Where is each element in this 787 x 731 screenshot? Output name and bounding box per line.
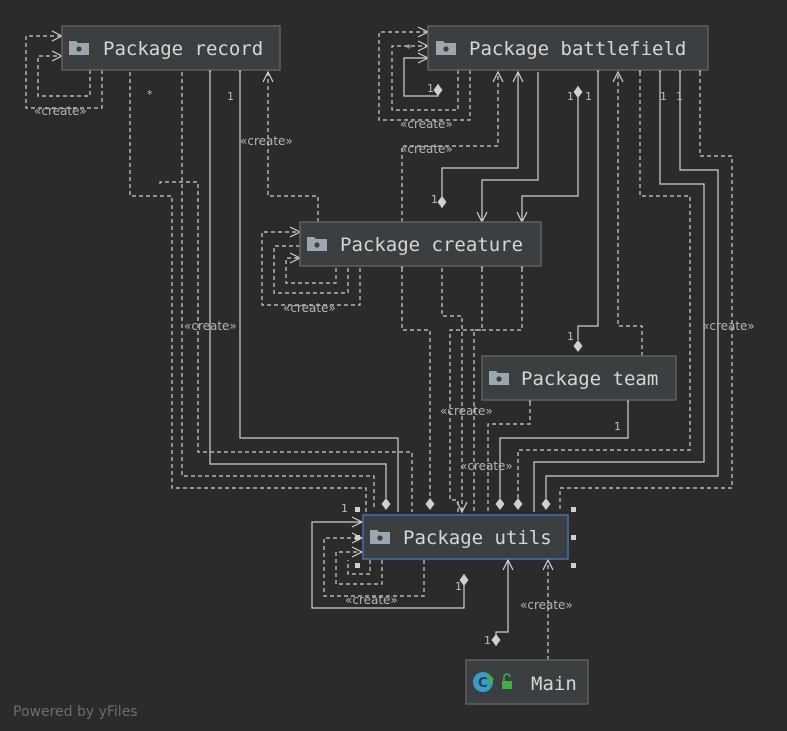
edge-creature-battlefield-create <box>401 72 498 222</box>
edge-utils-self-2 <box>335 552 383 585</box>
edge-label-creature-self: «create» <box>283 301 336 315</box>
unlocked-icon <box>502 673 512 689</box>
multiplicity-utils-left-one: 1 <box>341 502 348 515</box>
edge-utils-self-1 <box>311 522 464 609</box>
edge-battlefield-self-create-inner <box>391 46 459 111</box>
multiplicity-team-one: 1 <box>614 420 621 433</box>
node-label-creature: Package creature <box>340 234 523 256</box>
edge-main-utils-composition <box>496 560 508 646</box>
edge-label-team-utils: «create» <box>460 459 513 473</box>
edge-label-utils-self: «create» <box>345 593 398 607</box>
multiplicity-battlefield-one-b: 1 <box>585 90 592 103</box>
node-label-battlefield: Package battlefield <box>469 38 686 60</box>
multiplicity-creature-one: 1 <box>431 193 438 206</box>
edge-record-utils-comp <box>210 72 386 498</box>
edge-utils-record-1 <box>129 72 367 518</box>
multiplicity-battlefield-one-c: 1 <box>660 90 667 103</box>
multiplicity-main-one: 1 <box>484 634 491 647</box>
edge-label-battlefield-utils: «create» <box>702 319 755 333</box>
edge-label-creature-record: «create» <box>240 134 293 148</box>
edge-creature-utils-2 <box>441 268 462 512</box>
multiplicity-battlefield-one-d: 1 <box>676 90 683 103</box>
edge-record-self-create <box>25 36 103 109</box>
node-package-team[interactable]: Package team <box>481 355 677 401</box>
multiplicity-team-top-one: 1 <box>567 330 574 343</box>
edge-battlefield-utils-1 <box>518 72 691 498</box>
edge-label-record-self: «create» <box>34 104 87 118</box>
package-folder-icon <box>69 41 89 55</box>
node-class-main[interactable]: C Main <box>465 659 589 705</box>
class-icon: C <box>473 672 494 692</box>
edge-utils-self-3 <box>347 560 371 575</box>
edges <box>25 32 733 660</box>
node-package-battlefield[interactable]: Package battlefield <box>427 25 709 71</box>
edge-battlefield-utils-3 <box>546 72 719 498</box>
edge-battlefield-utils-create <box>559 72 733 512</box>
node-label-main: Main <box>531 673 577 695</box>
edge-label-creature-utils: «create» <box>440 404 493 418</box>
multiplicity-utils-bottom-one: 1 <box>455 580 462 593</box>
edge-battlefield-creature-2 <box>522 86 578 222</box>
svg-text:C: C <box>478 676 488 691</box>
multiplicity-record-one: 1 <box>227 90 234 103</box>
edge-creature-utils-3 <box>449 268 482 512</box>
node-package-utils[interactable]: Package utils <box>355 507 576 568</box>
edge-team-battlefield-create <box>618 72 643 356</box>
node-package-record[interactable]: Package record <box>61 25 281 71</box>
node-label-team: Package team <box>521 368 658 390</box>
multiplicities: * 1 * 1 1 1 1 1 1 1 1 1 1 1 <box>147 42 683 647</box>
edge-utils-self-create <box>323 538 425 597</box>
edge-battlefield-creature-composition <box>442 72 518 208</box>
edge-labels: «create» «create» «create» «create» «cre… <box>34 104 755 612</box>
multiplicity-battlefield-many: * <box>406 42 412 55</box>
edge-record-self-create-inner <box>37 56 91 97</box>
selection-handles[interactable] <box>355 507 576 568</box>
edge-creature-utils-1 <box>402 268 430 498</box>
node-package-creature[interactable]: Package creature <box>299 221 542 267</box>
package-folder-icon <box>370 530 390 544</box>
multiplicity-battlefield-self-one: 1 <box>427 82 434 95</box>
node-label-utils: Package utils <box>403 527 552 549</box>
edge-battlefield-creature-1 <box>482 72 539 222</box>
package-folder-icon <box>436 41 456 55</box>
package-folder-icon <box>489 371 509 385</box>
node-label-record: Package record <box>103 38 263 60</box>
edge-team-utils-create <box>487 402 530 512</box>
edge-battlefield-team-composition <box>578 72 598 340</box>
edge-label-creature-battlefield: «create» <box>400 142 453 156</box>
multiplicity-battlefield-one-a: 1 <box>567 90 574 103</box>
edge-battlefield-utils-2 <box>533 72 705 512</box>
edge-label-main-utils: «create» <box>520 598 573 612</box>
powered-by-yfiles: Powered by yFiles <box>13 704 138 720</box>
edge-label-record-utils: «create» <box>184 319 237 333</box>
package-folder-icon <box>307 237 327 251</box>
edge-label-battlefield-self: «create» <box>400 117 453 131</box>
multiplicity-record-many: * <box>147 88 153 101</box>
